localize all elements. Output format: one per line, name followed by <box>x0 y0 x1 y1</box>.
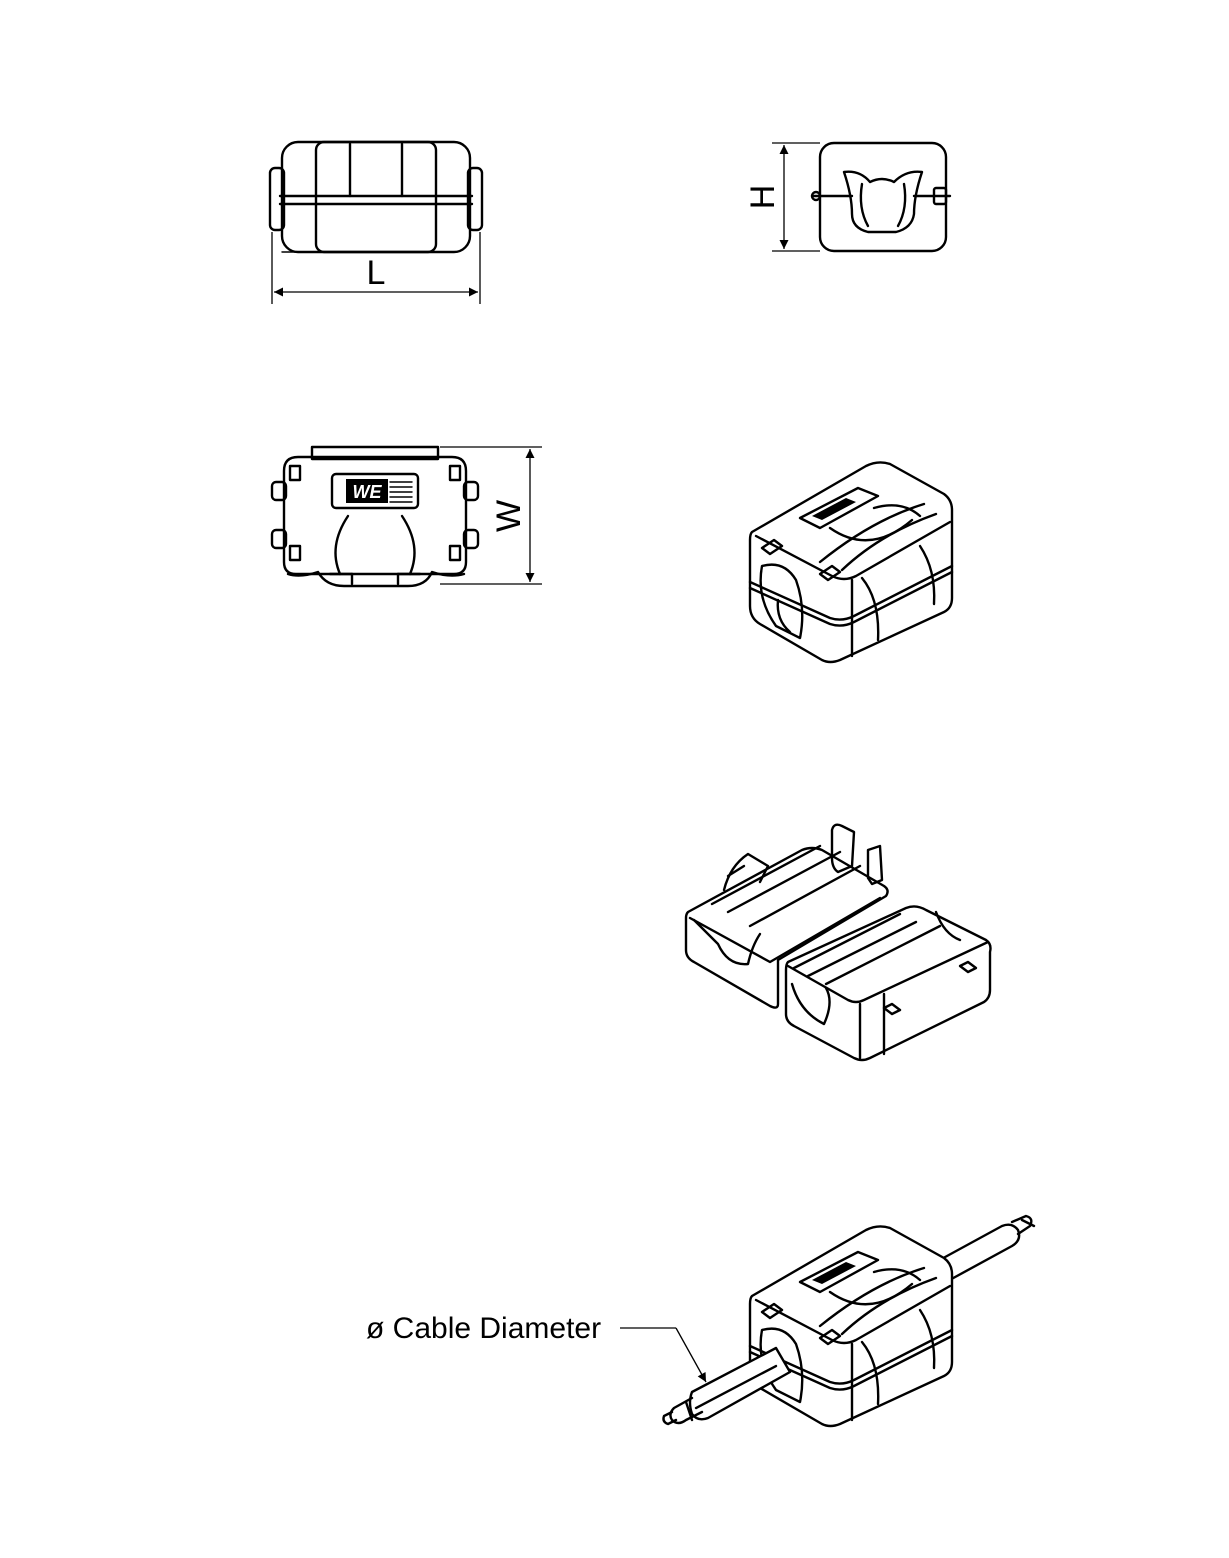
width-label: W <box>490 500 528 532</box>
length-dimension: L <box>271 232 481 304</box>
logo-text: WE <box>353 482 383 502</box>
height-dimension: H <box>744 142 820 252</box>
end-view <box>810 141 952 253</box>
width-dimension: W <box>440 446 542 585</box>
isometric-cable-view <box>662 1214 1036 1428</box>
length-label: L <box>367 254 386 292</box>
cable-diameter-label: ø Cable Diameter <box>366 1312 601 1345</box>
isometric-closed-view <box>748 461 954 664</box>
plan-view: WE <box>270 445 480 588</box>
top-view <box>268 140 484 254</box>
height-label: H <box>744 185 782 210</box>
cable-diameter-callout: ø Cable Diameter <box>366 1312 707 1383</box>
logo-plate: WE <box>330 472 420 510</box>
isometric-open-view <box>684 823 992 1062</box>
